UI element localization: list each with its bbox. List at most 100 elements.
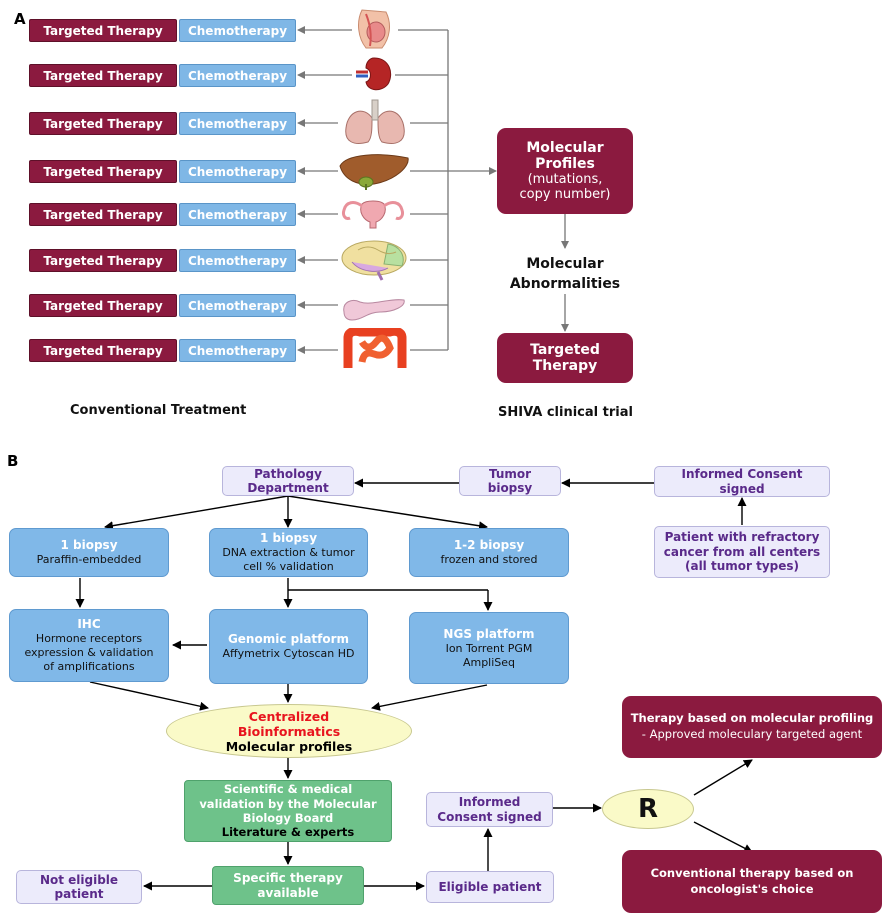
pathology-line2: Department: [247, 481, 329, 495]
panel-b-label: B: [7, 452, 19, 470]
consent-mid-line1: Informed: [458, 795, 521, 810]
breast-icon: [358, 9, 390, 49]
biopsy3-sub: frozen and stored: [440, 553, 538, 567]
panel-a-label: A: [14, 10, 26, 28]
randomization-ellipse: R: [602, 789, 694, 829]
genomic-platform-box: Genomic platform Affymetrix Cytoscan HD: [209, 609, 368, 684]
targeted-therapy-box: Targeted Therapy: [29, 294, 177, 317]
shiva-trial-caption: SHIVA clinical trial: [498, 405, 633, 420]
molecular-abnormalities-label: Molecular Abnormalities: [497, 255, 633, 294]
patient-line3: (all tumor types): [684, 559, 800, 574]
chemotherapy-box: Chemotherapy: [179, 339, 296, 362]
liver-icon: [339, 154, 409, 190]
targeted-therapy-line2: Therapy: [532, 358, 598, 374]
informed-consent-mid-box: Informed Consent signed: [426, 792, 553, 827]
patient-line1: Patient with refractory: [664, 530, 820, 545]
brain-icon: [341, 240, 407, 281]
eligible-line: Eligible patient: [438, 879, 542, 894]
biopsy1-heading: 1 biopsy: [60, 538, 118, 553]
flow-arrows: [75, 478, 753, 891]
pathology-line1: Pathology: [254, 466, 322, 481]
sci-line1: Scientific & medical: [223, 782, 353, 797]
therapy-mol-line1: Therapy based on molecular profiling: [630, 711, 874, 726]
targeted-therapy-box: Targeted Therapy: [29, 249, 177, 272]
therapy-conv-line1: Conventional therapy based on: [650, 865, 854, 880]
tumor-biopsy-box: Tumor biopsy: [459, 466, 561, 496]
scientific-validation-box: Scientific & medical validation by the M…: [184, 780, 392, 842]
not-eligible-line2: patient: [54, 887, 104, 901]
ngs-heading: NGS platform: [443, 626, 535, 641]
chemotherapy-box: Chemotherapy: [179, 19, 296, 42]
ihc-heading: IHC: [77, 617, 101, 632]
genomic-sub: Affymetrix Cytoscan HD: [222, 647, 355, 661]
patient-refractory-box: Patient with refractory cancer from all …: [654, 526, 830, 578]
chemotherapy-box: Chemotherapy: [179, 112, 296, 135]
targeted-therapy-box: Targeted Therapy: [29, 112, 177, 135]
genomic-heading: Genomic platform: [227, 632, 350, 647]
ngs-line1: Ion Torrent PGM: [445, 641, 533, 655]
targeted-therapy-box: Targeted Therapy: [29, 160, 177, 183]
chemotherapy-box: Chemotherapy: [179, 294, 296, 317]
specific-line1: Specific therapy: [233, 870, 343, 885]
kidney-icon: [356, 57, 392, 91]
molecular-abnormalities-line1: Molecular: [526, 256, 604, 272]
consent-mid-line2: Consent signed: [437, 809, 542, 824]
ihc-line2: expression & validation: [24, 646, 154, 660]
sci-line3: Biology Board: [242, 811, 334, 825]
molecular-profiles-sub1: (mutations,: [527, 172, 603, 187]
central-line2: Bioinformatics: [237, 723, 341, 739]
biopsy-frozen-box: 1-2 biopsy frozen and stored: [409, 528, 569, 577]
colon-icon: [343, 328, 407, 368]
ihc-line1: Hormone receptors: [35, 632, 143, 646]
targeted-therapy-box: Targeted Therapy: [29, 339, 177, 362]
randomization-label: R: [637, 794, 659, 824]
informed-consent-signed-box: Informed Consent signed: [654, 466, 830, 497]
chemotherapy-box: Chemotherapy: [179, 249, 296, 272]
biopsy2-heading: 1 biopsy: [259, 531, 318, 546]
targeted-therapy-line1: Targeted: [530, 342, 600, 358]
targeted-therapy-result-box: Targeted Therapy: [497, 333, 633, 383]
pancreas-icon: [343, 299, 405, 321]
chemotherapy-box: Chemotherapy: [179, 64, 296, 87]
ihc-line3: of amplifications: [43, 659, 135, 673]
tumor-line1: Tumor: [488, 466, 532, 481]
biopsy2-sub2: cell % validation: [243, 560, 334, 573]
organ-arrows: [297, 26, 569, 354]
conventional-treatment-caption: Conventional Treatment: [70, 403, 247, 418]
specific-therapy-box: Specific therapy available: [212, 866, 364, 905]
consent-top-line1: Informed Consent: [681, 467, 803, 482]
uterus-icon: [342, 200, 404, 229]
biopsy2-sub1: DNA extraction & tumor: [222, 546, 355, 560]
ngs-platform-box: NGS platform Ion Torrent PGM AmpliSeq: [409, 612, 569, 684]
biopsy1-sub: Paraffin-embedded: [36, 553, 142, 567]
molecular-profiles-sub2: copy number): [519, 187, 611, 202]
targeted-therapy-box: Targeted Therapy: [29, 203, 177, 226]
therapy-mol-line2: - Approved moleculary targeted agent: [641, 727, 863, 741]
consent-top-line2: signed: [719, 481, 765, 496]
targeted-therapy-box: Targeted Therapy: [29, 64, 177, 87]
biopsy-dna-box: 1 biopsy DNA extraction & tumor cell % v…: [209, 528, 368, 577]
central-line1: Centralized: [248, 708, 330, 724]
chemotherapy-box: Chemotherapy: [179, 160, 296, 183]
chemotherapy-box: Chemotherapy: [179, 203, 296, 226]
therapy-conv-line2: oncologist's choice: [690, 881, 814, 896]
eligible-patient-box: Eligible patient: [426, 871, 554, 903]
therapy-conventional-box: Conventional therapy based on oncologist…: [622, 850, 882, 913]
molecular-abnormalities-line2: Abnormalities: [509, 275, 621, 292]
molecular-profiles-title: Molecular Profiles: [526, 140, 604, 172]
targeted-therapy-box: Targeted Therapy: [29, 19, 177, 42]
central-line3: Molecular profiles: [225, 738, 353, 754]
ihc-box: IHC Hormone receptors expression & valid…: [9, 609, 169, 682]
therapy-molecular-box: Therapy based on molecular profiling - A…: [622, 696, 882, 758]
molecular-profiles-box: Molecular Profiles (mutations, copy numb…: [497, 128, 633, 214]
sci-line4: Literature & experts: [221, 825, 355, 840]
sci-line2: validation by the Molecular: [199, 796, 377, 811]
not-eligible-line1: Not eligible: [39, 872, 119, 887]
not-eligible-patient-box: Not eligible patient: [16, 870, 142, 904]
biopsy-paraffin-box: 1 biopsy Paraffin-embedded: [9, 528, 169, 577]
tumor-line2: biopsy: [487, 481, 533, 495]
patient-line2: cancer from all centers: [663, 544, 821, 559]
centralized-bioinformatics-ellipse: Centralized Bioinformatics Molecular pro…: [166, 704, 412, 758]
ngs-line2: AmpliSeq: [462, 655, 516, 669]
